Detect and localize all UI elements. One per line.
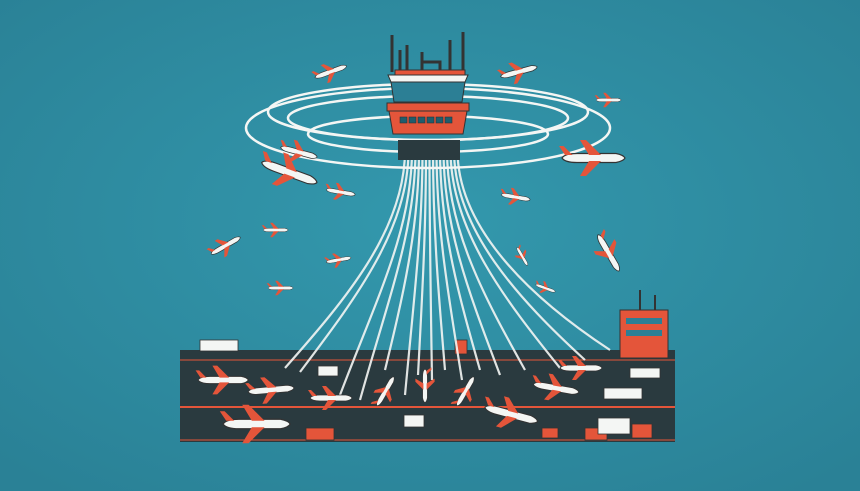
beam-line (456, 149, 611, 351)
beam-line (416, 149, 428, 376)
beam-line (338, 149, 414, 396)
beam-line (452, 149, 586, 361)
beam-line (403, 149, 424, 396)
communication-beams (284, 149, 611, 401)
beam-line (438, 149, 482, 371)
beam-line (431, 149, 447, 371)
control-building (619, 290, 669, 359)
beam-line (449, 149, 561, 369)
control-tower (386, 32, 470, 160)
ground-vehicles (199, 339, 661, 441)
beam-line (442, 149, 502, 376)
beam-line (428, 149, 434, 381)
beam-line (435, 149, 464, 381)
beam-line (383, 149, 421, 371)
beam-line (299, 149, 410, 373)
beam-line (358, 149, 417, 401)
beam-line (445, 149, 526, 371)
beam-line (284, 149, 407, 369)
